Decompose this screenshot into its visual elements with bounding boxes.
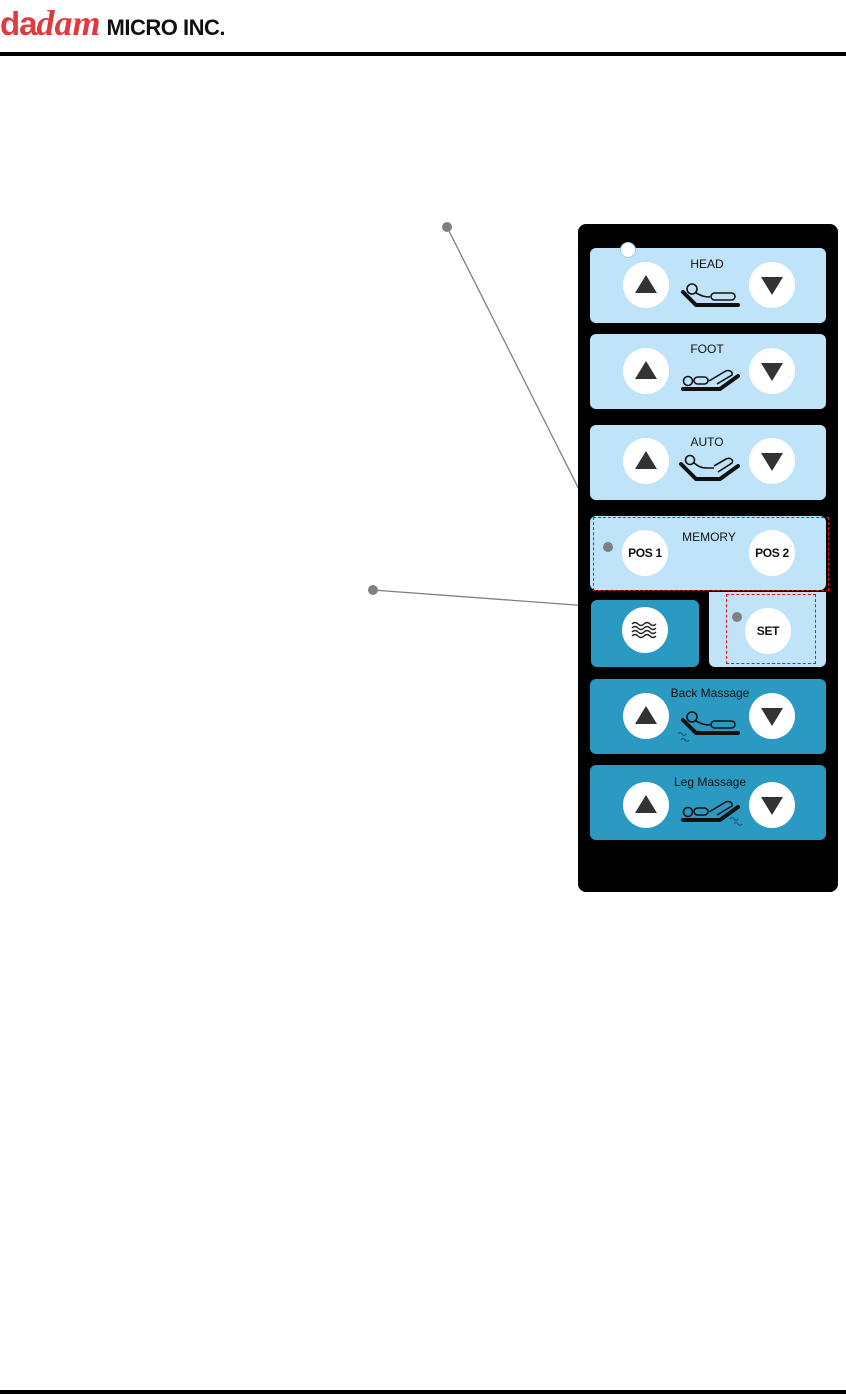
callout-dot-set-start bbox=[368, 585, 378, 595]
callout-dot-memory-start bbox=[442, 222, 452, 232]
arrow-up-icon bbox=[635, 451, 657, 469]
back-massage-label: Back Massage bbox=[670, 686, 750, 700]
status-led bbox=[620, 242, 636, 258]
auto-up-button[interactable] bbox=[623, 438, 669, 484]
back-massage-up-button[interactable] bbox=[623, 693, 669, 739]
pos2-button[interactable]: POS 2 bbox=[749, 530, 795, 576]
logo-text-dam: dam bbox=[36, 3, 101, 43]
footer-divider bbox=[0, 1390, 846, 1394]
arrow-up-icon bbox=[635, 706, 657, 724]
pos1-button[interactable]: POS 1 bbox=[622, 530, 668, 576]
foot-down-button[interactable] bbox=[749, 348, 795, 394]
header-divider bbox=[0, 52, 846, 56]
arrow-down-icon bbox=[761, 797, 783, 815]
arrow-down-icon bbox=[761, 363, 783, 381]
foot-label: FOOT bbox=[690, 342, 724, 356]
pos2-label: POS 2 bbox=[755, 546, 789, 560]
set-label: SET bbox=[756, 624, 780, 638]
bed-auto-icon bbox=[679, 454, 740, 481]
head-down-button[interactable] bbox=[749, 262, 795, 308]
head-up-button[interactable] bbox=[623, 262, 669, 308]
logo-text-company: MICRO INC. bbox=[106, 15, 226, 40]
set-highlight bbox=[726, 594, 816, 664]
leg-massage-label: Leg Massage bbox=[673, 775, 747, 789]
arrow-up-icon bbox=[635, 361, 657, 379]
bed-foot-icon bbox=[681, 369, 740, 391]
pos1-label: POS 1 bbox=[628, 546, 662, 560]
arrow-down-icon bbox=[761, 277, 783, 295]
auto-label: AUTO bbox=[690, 435, 724, 449]
bed-massage-icon bbox=[677, 711, 740, 743]
memory-label: MEMORY bbox=[682, 530, 736, 544]
logo-text-da: da bbox=[0, 5, 38, 42]
arrow-down-icon bbox=[761, 708, 783, 726]
back-massage-down-button[interactable] bbox=[749, 693, 795, 739]
arrow-up-icon bbox=[635, 275, 657, 293]
memory-highlight bbox=[593, 517, 829, 591]
head-label: HEAD bbox=[690, 257, 724, 271]
foot-up-button[interactable] bbox=[623, 348, 669, 394]
bed-head-icon bbox=[681, 283, 740, 307]
wave-icon bbox=[631, 621, 657, 639]
wave-button[interactable] bbox=[622, 607, 668, 653]
leg-massage-down-button[interactable] bbox=[749, 782, 795, 828]
arrow-down-icon bbox=[761, 453, 783, 471]
bed-leg-massage-icon bbox=[681, 800, 743, 827]
auto-down-button[interactable] bbox=[749, 438, 795, 484]
arrow-up-icon bbox=[635, 795, 657, 813]
set-button[interactable]: SET bbox=[745, 608, 791, 654]
leg-massage-up-button[interactable] bbox=[623, 782, 669, 828]
